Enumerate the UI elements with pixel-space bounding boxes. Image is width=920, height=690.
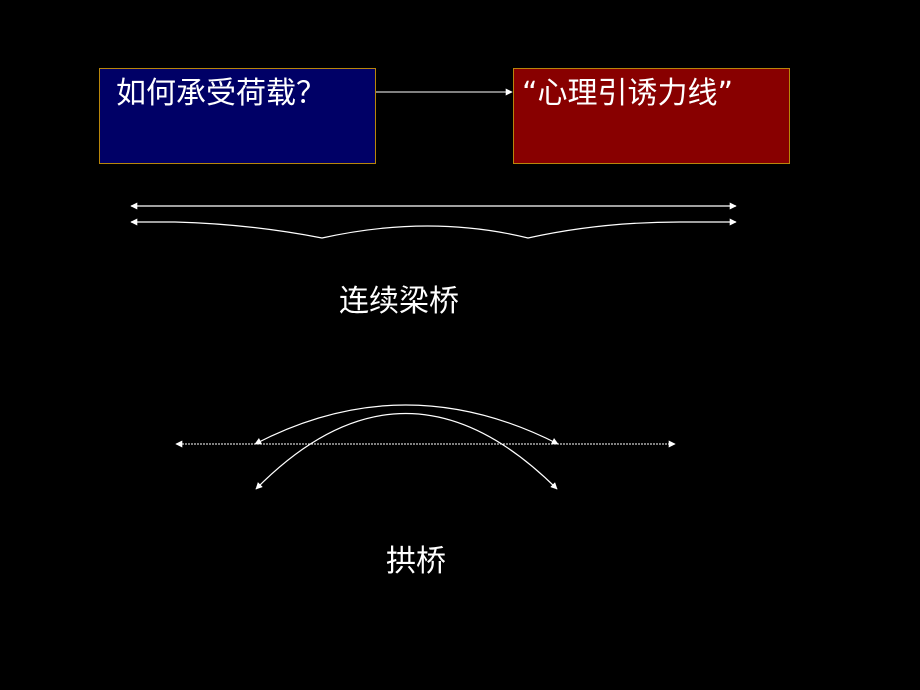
arch-bridge-caption: 拱桥: [386, 544, 446, 579]
continuous-beam-deflection-line: [130, 218, 737, 239]
arch-bridge-upper-arch: [254, 404, 559, 445]
question-box-text: 如何承受荷载？: [116, 76, 326, 111]
continuous-beam-bridge-caption: 连续梁桥: [339, 284, 459, 319]
arch-bridge-lower-arch: [255, 412, 558, 490]
question-box: 如何承受荷载？: [99, 68, 376, 164]
answer-box-text: “心理引诱力线”: [522, 76, 734, 111]
answer-box: “心理引诱力线”: [513, 68, 790, 164]
